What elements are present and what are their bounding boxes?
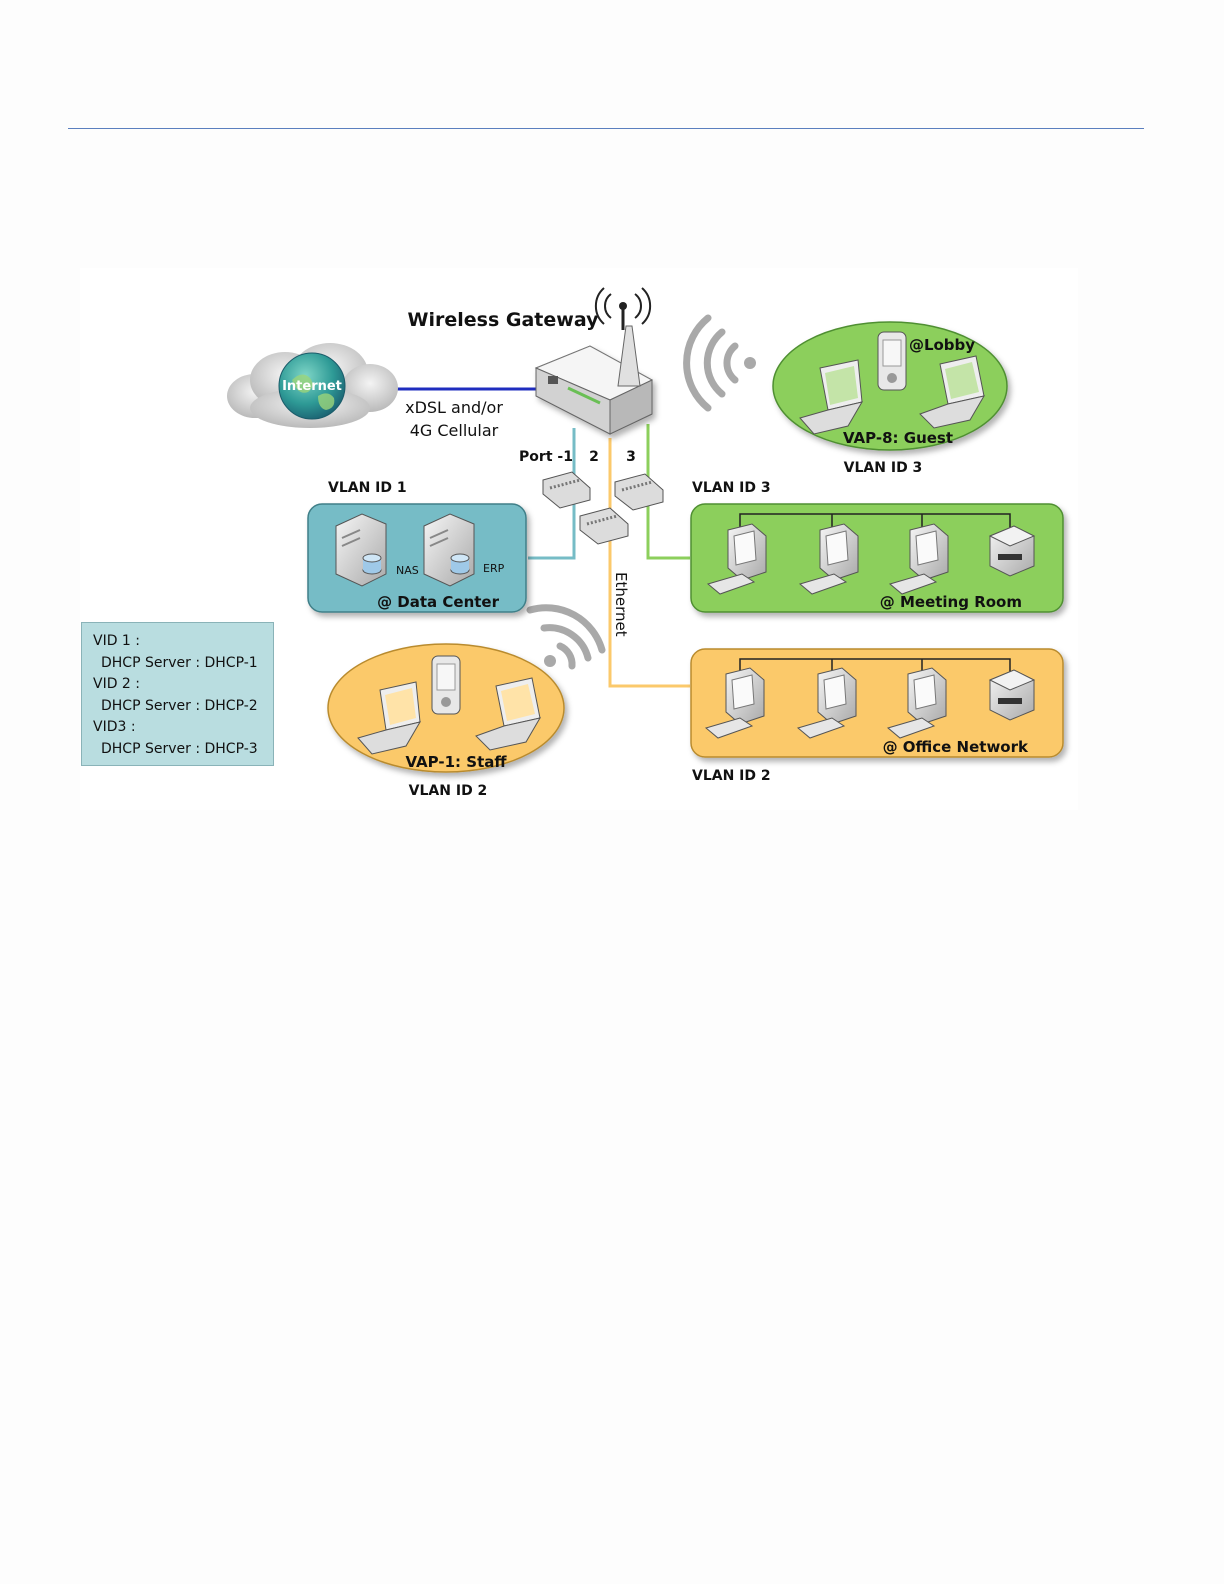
dhcp-server-legend: VID 1 : DHCP Server : DHCP-1 VID 2 : DHC… [81, 622, 274, 766]
internet-label: Internet [282, 379, 342, 394]
wan-label-line1: xDSL and/or [405, 398, 503, 417]
wifi-signal-icon [530, 608, 602, 667]
office-network-name: @ Office Network [883, 738, 1029, 756]
meeting-room-vlan-label: VLAN ID 3 [692, 480, 771, 496]
port-2-label: 2 [589, 449, 599, 465]
vid2-label: VID 2 : [93, 674, 273, 696]
header-rule [68, 128, 1144, 129]
vid1-dhcp-server: DHCP Server : DHCP-1 [93, 653, 273, 675]
wifi-signal-icon [687, 318, 756, 408]
server-icon [424, 514, 474, 586]
pda-icon [878, 332, 906, 390]
office-network-vlan-label: VLAN ID 2 [692, 768, 771, 784]
port-1-label: Port -1 [519, 449, 573, 465]
port-3-label: 3 [626, 449, 636, 465]
staff-vlan-label: VLAN ID 2 [409, 783, 488, 799]
wan-label-line2: 4G Cellular [410, 421, 499, 440]
vid3-label: VID3 : [93, 717, 273, 739]
staff-vap-label: VAP-1: Staff [405, 753, 507, 771]
erp-label: ERP [483, 562, 505, 575]
switch-icon [580, 508, 628, 544]
lobby-vap-label: VAP-8: Guest [843, 429, 953, 447]
printer-icon [990, 526, 1034, 576]
data-center-vlan-label: VLAN ID 1 [328, 480, 407, 496]
data-center-name: @ Data Center [377, 593, 500, 611]
lobby-location-label: @Lobby [909, 336, 975, 354]
nas-label: NAS [396, 564, 419, 577]
vid3-dhcp-server: DHCP Server : DHCP-3 [93, 739, 273, 761]
lobby-vlan-label: VLAN ID 3 [844, 460, 923, 476]
pda-icon [432, 656, 460, 714]
switch-icon [615, 474, 663, 510]
ethernet-label: Ethernet [612, 572, 630, 637]
server-icon [336, 514, 386, 586]
vlan2-link [610, 438, 690, 686]
meeting-room-name: @ Meeting Room [880, 593, 1022, 611]
vid1-label: VID 1 : [93, 631, 273, 653]
vid2-dhcp-server: DHCP Server : DHCP-2 [93, 696, 273, 718]
gateway-title: Wireless Gateway [408, 309, 600, 331]
switch-icon [543, 472, 590, 508]
printer-icon [990, 670, 1034, 720]
